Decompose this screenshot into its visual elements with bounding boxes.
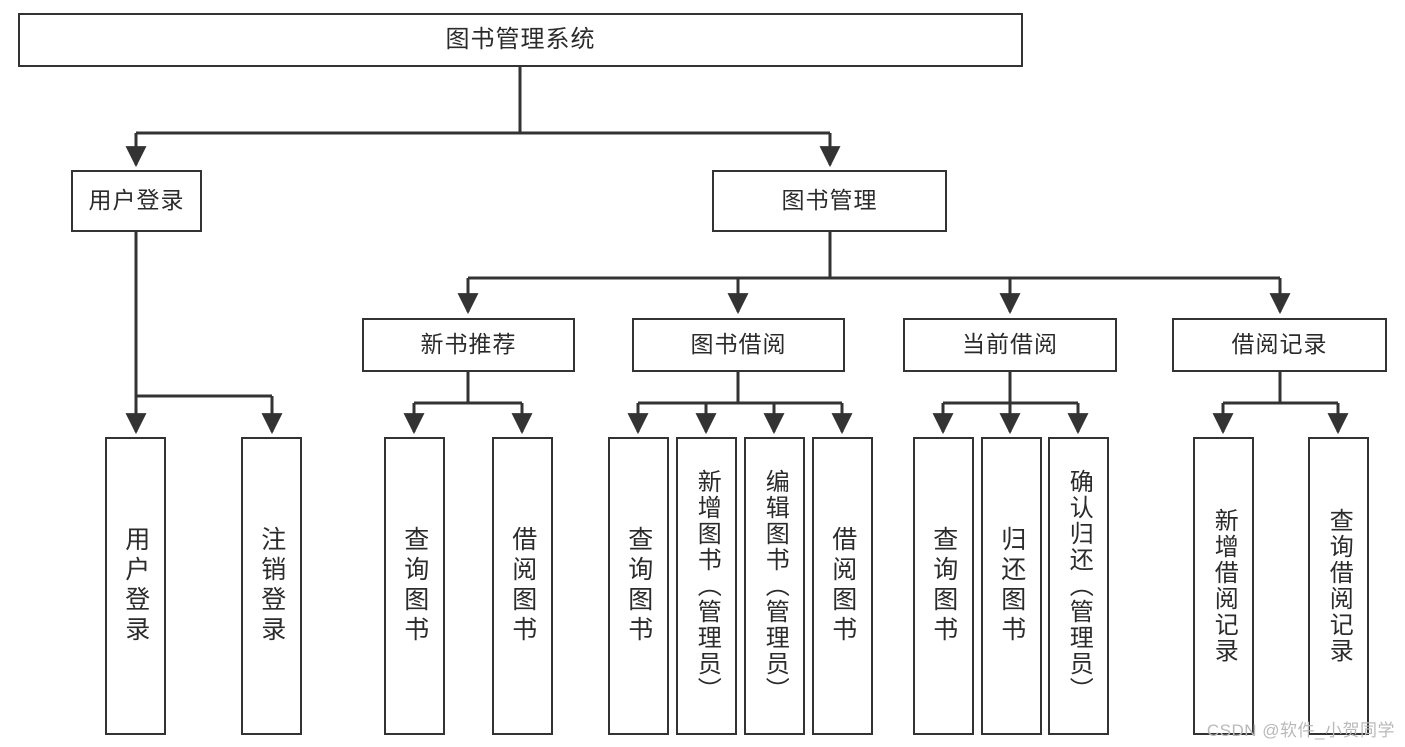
leaf-borrow-borrow-book-label: 借阅图书 (828, 526, 857, 646)
node-book-management-label: 图书管理 (781, 187, 878, 214)
node-user-login-label: 用户登录 (88, 187, 185, 214)
watermark-text: CSDN @软件_小贺同学 (1206, 721, 1395, 740)
leaf-borrow-edit-book-label: 编辑图书（管理员） (761, 469, 789, 703)
leaf-newbook-borrow-book-label: 借阅图书 (508, 526, 537, 646)
leaf-user-login-logout[interactable]: 注销登录 (241, 437, 302, 735)
leaf-record-query-record[interactable]: 查询借阅记录 (1308, 437, 1369, 735)
node-new-book-recommend[interactable]: 新书推荐 (362, 318, 575, 372)
node-borrow-record-label: 借阅记录 (1231, 331, 1328, 358)
leaf-user-login-login[interactable]: 用户登录 (105, 437, 166, 735)
node-current-borrow-label: 当前借阅 (962, 331, 1058, 358)
leaf-newbook-query-book-label: 查询图书 (400, 526, 429, 646)
leaf-borrow-query-book[interactable]: 查询图书 (608, 437, 669, 735)
leaf-current-return-book-label: 归还图书 (997, 526, 1026, 646)
leaf-record-query-record-label: 查询借阅记录 (1325, 508, 1353, 664)
leaf-record-add-record[interactable]: 新增借阅记录 (1193, 437, 1254, 735)
node-user-login[interactable]: 用户登录 (71, 170, 202, 232)
leaf-newbook-query-book[interactable]: 查询图书 (384, 437, 445, 735)
leaf-user-login-logout-label: 注销登录 (257, 526, 286, 646)
leaf-current-query-book-label: 查询图书 (929, 526, 958, 646)
leaf-current-confirm-return-label: 确认归还（管理员） (1065, 469, 1093, 703)
node-borrow-record[interactable]: 借阅记录 (1172, 318, 1387, 372)
leaf-borrow-borrow-book[interactable]: 借阅图书 (812, 437, 873, 735)
node-root[interactable]: 图书管理系统 (18, 13, 1023, 67)
node-book-borrow-label: 图书借阅 (690, 331, 787, 358)
leaf-current-confirm-return[interactable]: 确认归还（管理员） (1048, 437, 1109, 735)
leaf-user-login-login-label: 用户登录 (121, 526, 150, 646)
leaf-current-query-book[interactable]: 查询图书 (913, 437, 974, 735)
node-current-borrow[interactable]: 当前借阅 (903, 318, 1117, 372)
leaf-borrow-add-book-label: 新增图书（管理员） (693, 469, 721, 703)
node-root-label: 图书管理系统 (445, 25, 596, 53)
leaf-newbook-borrow-book[interactable]: 借阅图书 (492, 437, 553, 735)
leaf-borrow-edit-book[interactable]: 编辑图书（管理员） (744, 437, 805, 735)
leaf-borrow-add-book[interactable]: 新增图书（管理员） (676, 437, 737, 735)
node-new-book-recommend-label: 新书推荐 (420, 331, 517, 358)
leaf-current-return-book[interactable]: 归还图书 (981, 437, 1042, 735)
leaf-borrow-query-book-label: 查询图书 (624, 526, 653, 646)
node-book-management[interactable]: 图书管理 (712, 170, 947, 232)
node-book-borrow[interactable]: 图书借阅 (632, 318, 845, 372)
leaf-record-add-record-label: 新增借阅记录 (1210, 508, 1238, 664)
